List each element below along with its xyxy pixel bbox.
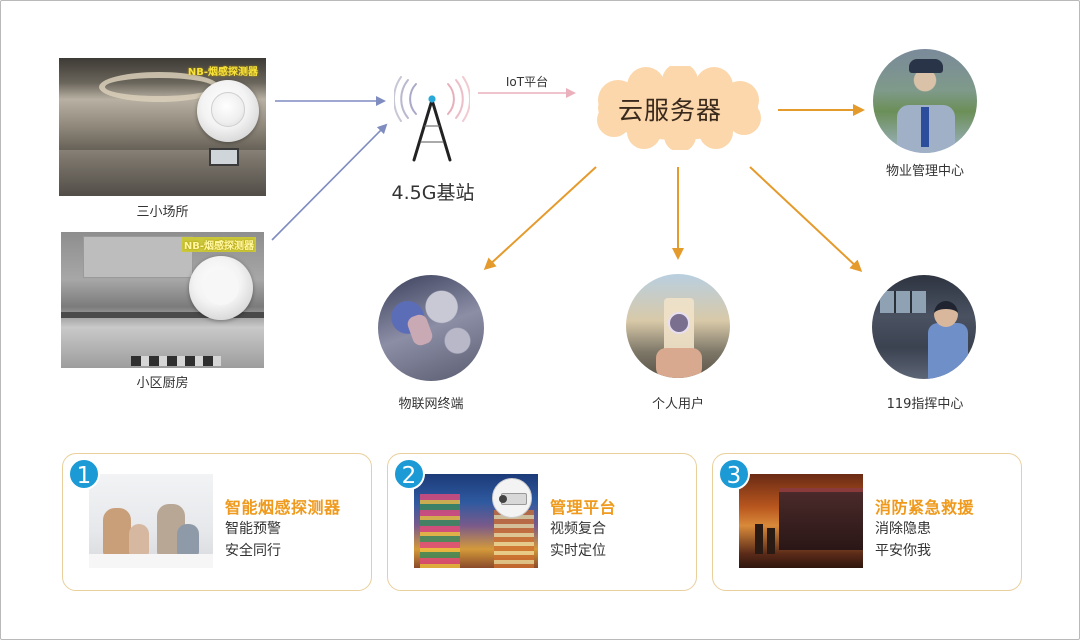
countertop [61, 312, 264, 318]
upper-cabinets [83, 236, 193, 278]
detector-tag: NB-烟感探测器 [181, 237, 256, 252]
kitchen-scene-photo: NB-烟感探测器 [61, 232, 264, 368]
person [129, 524, 149, 556]
floor-stripes [131, 356, 221, 366]
card-line-2: 平安你我 [875, 543, 931, 559]
user-avatar-icon [668, 312, 690, 334]
card-line-2: 实时定位 [550, 543, 606, 559]
step-number-badge: 3 [718, 458, 750, 490]
smoke-detector-icon [197, 80, 259, 142]
command-center-photo [872, 275, 976, 379]
city-camera-photo [414, 474, 538, 568]
card-line-1: 智能预警 [225, 521, 281, 537]
tower-caption: 4.5G基站 [391, 182, 475, 204]
officer [928, 323, 968, 379]
monitor-wall [880, 291, 926, 313]
arrow-cloud-to-command-119 [749, 166, 863, 273]
command-119-caption: 119指挥中心 [886, 397, 964, 412]
kitchen-caption: 小区厨房 [136, 376, 189, 391]
hand [405, 312, 435, 348]
family-photo [89, 474, 213, 568]
cloud-server-shape [597, 66, 761, 150]
person [103, 508, 131, 556]
personal-user-caption: 个人用户 [651, 397, 704, 412]
arrow-kitchen-to-tower [271, 123, 388, 241]
property-caption: 物业管理中心 [885, 164, 964, 179]
step-number-badge: 1 [68, 458, 100, 490]
detector-tag: NB-烟感探测器 [187, 67, 258, 78]
card-title: 智能烟感探测器 [225, 498, 341, 517]
guard-tie [921, 107, 929, 147]
buildings [494, 510, 534, 568]
fire-truck-photo [739, 474, 863, 568]
office-scene-photo: NB-烟感探测器 [59, 58, 266, 196]
cloud-server-label: 云服务器 [618, 96, 723, 125]
office-caption: 三小场所 [136, 205, 189, 220]
iot-terminal-caption: 物联网终端 [398, 397, 464, 412]
property-guard-photo [873, 49, 977, 153]
cell-tower-icon [394, 76, 470, 162]
personal-user-photo [626, 274, 730, 378]
person [177, 524, 199, 556]
firefighter [755, 524, 763, 554]
buildings [420, 494, 460, 568]
fire-truck [779, 488, 863, 550]
card-line-2: 安全同行 [225, 543, 281, 559]
feature-card-rescue: 3 消防紧急救援 消除隐患 平安你我 [712, 453, 1022, 591]
arrow-cloud-to-iot-terminal [483, 166, 597, 271]
iot-terminal-photo [378, 275, 484, 381]
smoke-detector-icon [189, 256, 253, 320]
card-line-1: 视频复合 [550, 521, 606, 537]
monitor [209, 148, 239, 166]
card-title: 消防紧急救援 [875, 498, 975, 517]
card-title: 管理平台 [550, 498, 617, 517]
iot-platform-label: IoT平台 [505, 75, 549, 89]
step-number-badge: 2 [393, 458, 425, 490]
camera-icon [492, 478, 532, 518]
firefighter [767, 528, 775, 554]
feature-card-platform: 2 管理平台 视频复合 实时定位 [387, 453, 697, 591]
feature-card-detector: 1 智能烟感探测器 智能预警 安全同行 [62, 453, 372, 591]
card-line-1: 消除隐患 [875, 521, 931, 537]
table [89, 554, 213, 568]
guard-cap [909, 59, 943, 73]
officer-head [934, 301, 958, 327]
hand [656, 348, 702, 378]
